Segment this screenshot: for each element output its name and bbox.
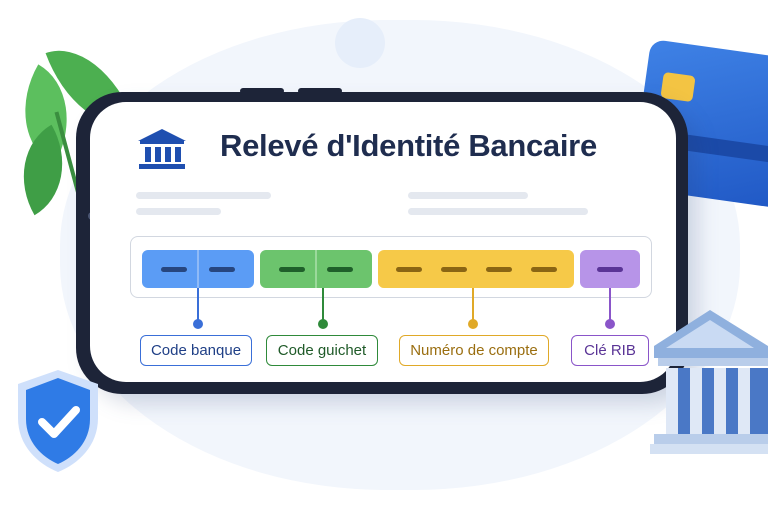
connector-line xyxy=(609,288,611,324)
placeholder-line xyxy=(408,208,588,215)
label-code-banque: Code banque xyxy=(140,335,252,366)
segment-numero-compte xyxy=(378,250,574,288)
bank-icon xyxy=(138,129,186,169)
connector-dot xyxy=(318,319,328,329)
label-numero-compte: Numéro de compte xyxy=(399,335,549,366)
placeholder-line xyxy=(136,208,221,215)
label-code-guichet: Code guichet xyxy=(266,335,378,366)
segment-cle-rib xyxy=(580,250,640,288)
background-bubble xyxy=(335,18,385,68)
connector-line xyxy=(197,288,199,324)
segment-divider xyxy=(197,250,199,288)
phone-button xyxy=(240,88,284,94)
bank-building-icon xyxy=(650,310,768,454)
connector-dot xyxy=(468,319,478,329)
shield-check-icon xyxy=(18,370,98,472)
page-title: Relevé d'Identité Bancaire xyxy=(220,128,597,163)
rib-frame xyxy=(130,236,652,298)
placeholder-line xyxy=(408,192,528,199)
connector-line xyxy=(472,288,474,324)
connector-line xyxy=(322,288,324,324)
placeholder-line xyxy=(136,192,271,199)
connector-dot xyxy=(193,319,203,329)
label-cle-rib: Clé RIB xyxy=(571,335,649,366)
segment-divider xyxy=(315,250,317,288)
phone-button xyxy=(298,88,342,94)
connector-dot xyxy=(605,319,615,329)
